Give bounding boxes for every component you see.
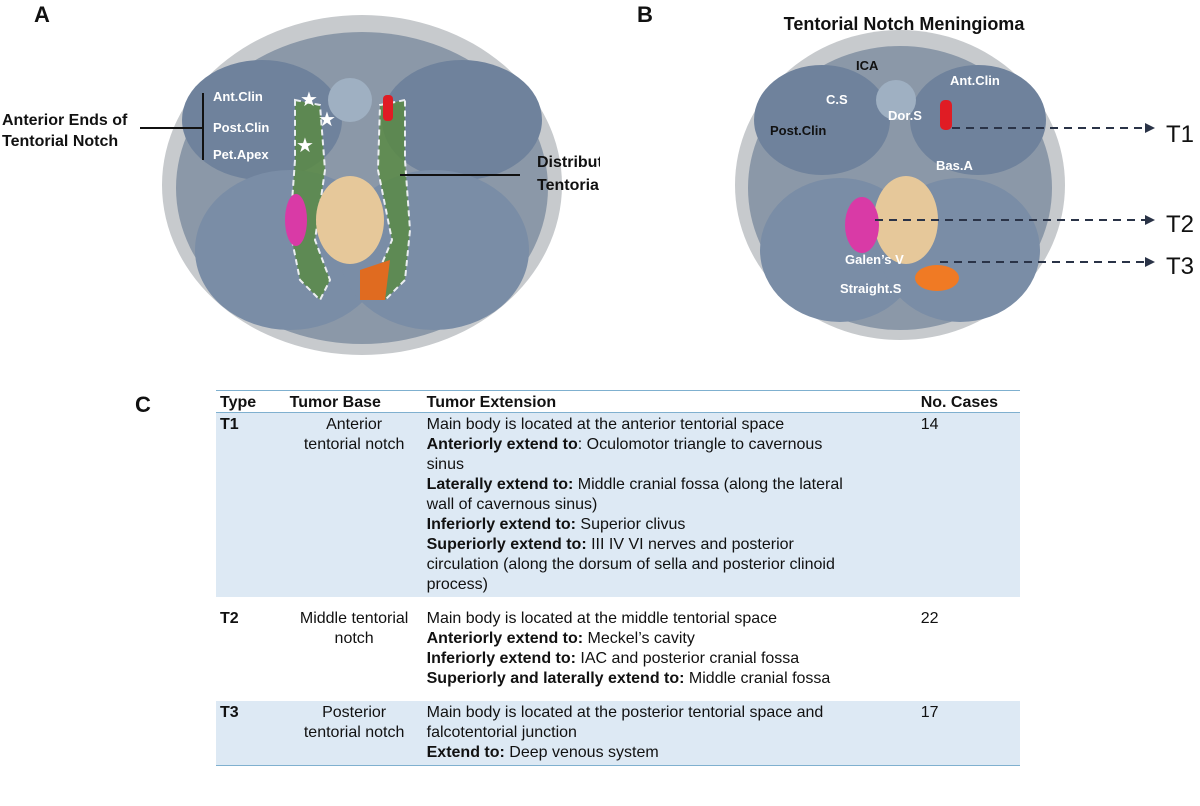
label-distribution-line1: Distribution of	[537, 154, 600, 171]
tumor-t3	[915, 265, 959, 291]
label-cs: C.S	[826, 92, 848, 107]
label-anterior-ends-line1: Anterior Ends of	[2, 112, 128, 129]
panel-letter-c: C	[135, 392, 151, 417]
arrow-icon	[1145, 123, 1155, 133]
tumor-t2	[845, 197, 879, 253]
label-distribution-line2: Tentorial Notch	[537, 177, 600, 194]
star-icon: ★	[300, 89, 318, 111]
label-pet-apex-a: Pet.Apex	[213, 147, 269, 162]
table-row: T1 Anterior tentorial notch Main body is…	[216, 412, 1020, 597]
table-header-row: Type Tumor Base Tumor Extension No. Case…	[216, 390, 1020, 413]
notch-band-right	[373, 98, 412, 302]
notch-band-left	[288, 98, 332, 302]
label-t3: T3	[1166, 253, 1194, 280]
label-t1: T1	[1166, 121, 1194, 148]
arrow-icon	[1145, 257, 1155, 267]
panel-b-title: Tentorial Notch Meningioma	[784, 14, 1026, 34]
star-icon: ★	[296, 135, 314, 157]
star-icon: ★	[318, 109, 336, 131]
label-post-clin-a: Post.Clin	[213, 120, 269, 135]
brainstem-a	[316, 176, 384, 264]
label-anterior-ends-line2: Tentorial Notch	[2, 133, 118, 150]
label-straight-s: Straight.S	[840, 281, 902, 296]
header-no-cases: No. Cases	[916, 390, 1020, 413]
skull-base-figure-a: ★ ★ ★ Ant.Clin Post.Clin Pet.Apex Anteri…	[2, 15, 600, 355]
label-ica: ICA	[856, 58, 879, 73]
label-ant-clin-a: Ant.Clin	[213, 89, 263, 104]
panel-letter-b: B	[637, 2, 653, 27]
label-ant-clin-b: Ant.Clin	[950, 73, 1000, 88]
label-t2: T2	[1166, 211, 1194, 238]
panel-letter-a: A	[34, 2, 50, 27]
header-tumor-extension: Tumor Extension	[422, 390, 917, 413]
table-row: T3 Posterior tentorial notch Main body i…	[216, 701, 1020, 766]
skull-base-figure-b: Tentorial Notch Meningioma ICA Ant.Clin …	[735, 14, 1194, 340]
header-tumor-base: Tumor Base	[285, 390, 423, 413]
label-dor-s: Dor.S	[888, 108, 922, 123]
label-bas-a: Bas.A	[936, 158, 973, 173]
tumor-type-table: Type Tumor Base Tumor Extension No. Case…	[216, 390, 1020, 766]
label-galens-v: Galen’s V	[845, 252, 904, 267]
arrow-icon	[1145, 215, 1155, 225]
tumor-t1	[940, 100, 952, 130]
table-row: T2 Middle tentorial notch Main body is l…	[220, 610, 939, 687]
label-post-clin-b: Post.Clin	[770, 123, 826, 138]
header-type: Type	[216, 390, 286, 413]
